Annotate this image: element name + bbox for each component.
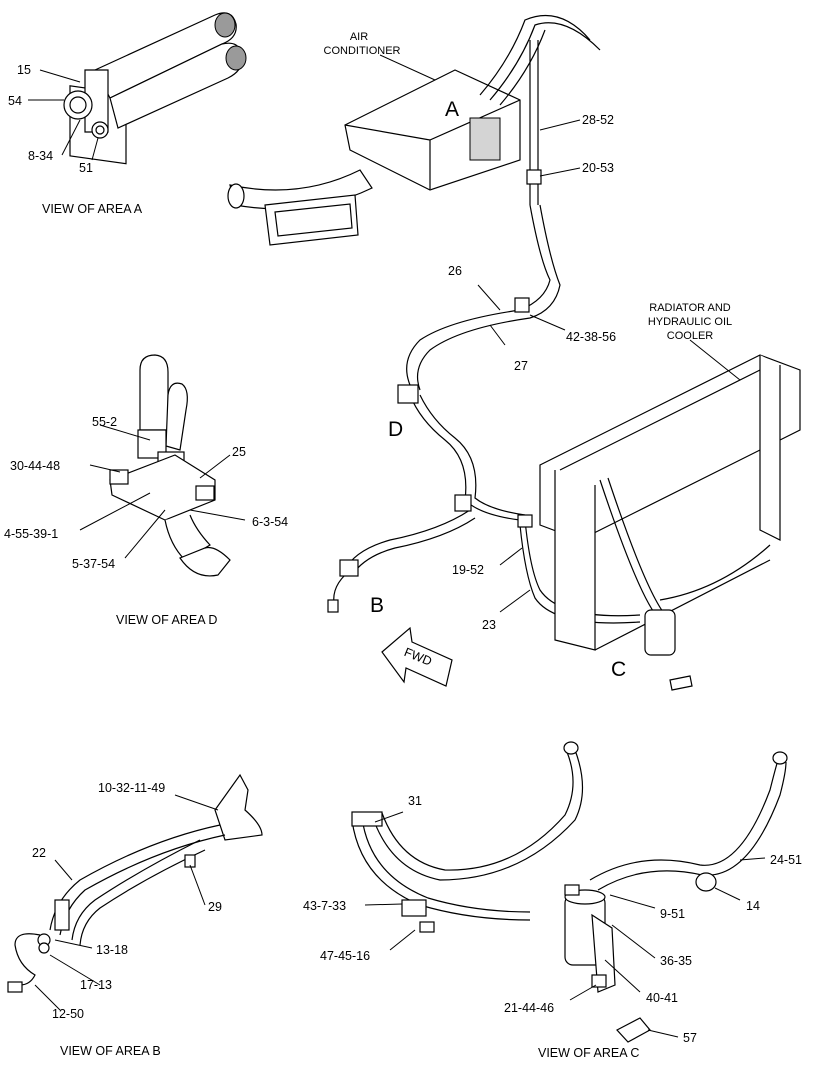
callout: 26 xyxy=(448,264,462,278)
callout: 25 xyxy=(232,445,246,459)
callout: 24-51 xyxy=(770,853,802,867)
callout: 31 xyxy=(408,794,422,808)
view-title-area-d: VIEW OF AREA D xyxy=(116,613,217,627)
callout: 22 xyxy=(32,846,46,860)
callout: 27 xyxy=(514,359,528,373)
callout: 51 xyxy=(79,161,93,175)
fwd-arrow xyxy=(381,626,453,687)
view-title-area-a: VIEW OF AREA A xyxy=(42,202,143,216)
callout: 5-37-54 xyxy=(72,557,115,571)
callout: 10-32-11-49 xyxy=(98,781,165,795)
callout: 23 xyxy=(482,618,496,632)
callout: 40-41 xyxy=(646,991,678,1005)
area-letter-b: B xyxy=(370,594,384,617)
radiator-label-3: COOLER xyxy=(667,330,714,342)
radiator-label-1: RADIATOR AND xyxy=(649,302,731,314)
callout: 20-53 xyxy=(582,161,614,175)
callout: 15 xyxy=(17,63,31,77)
callouts-view-a: 15 54 8-34 51 xyxy=(8,63,93,175)
air-conditioner-label-1: AIR xyxy=(350,31,368,43)
callout: 19-52 xyxy=(452,563,484,577)
area-letter-d: D xyxy=(388,418,403,441)
component-names: AIR CONDITIONER RADIATOR AND HYDRAULIC O… xyxy=(324,31,733,342)
callouts-view-b: 10-32-11-49 22 29 13-18 17-13 12-50 xyxy=(32,781,222,1021)
callout: 55-2 xyxy=(92,415,117,429)
air-conditioner-label-2: CONDITIONER xyxy=(324,45,401,57)
callout: 13-18 xyxy=(96,943,128,957)
callouts-view-d: 55-2 30-44-48 25 4-55-39-1 6-3-54 5-37-5… xyxy=(4,415,288,571)
view-area-a-drawing xyxy=(28,12,247,165)
callouts-view-c: 31 24-51 43-7-33 9-51 14 47-45-16 36-35 … xyxy=(303,794,802,1045)
radiator-label-2: HYDRAULIC OIL xyxy=(648,316,732,328)
callout: 12-50 xyxy=(52,1007,84,1021)
callout: 57 xyxy=(683,1031,697,1045)
area-letter-a: A xyxy=(445,98,459,121)
radiator-drawing xyxy=(539,339,801,691)
view-title-area-b: VIEW OF AREA B xyxy=(60,1044,161,1058)
callout: 43-7-33 xyxy=(303,899,346,913)
view-area-b-drawing xyxy=(7,773,263,1011)
callout: 6-3-54 xyxy=(252,515,288,529)
callout: 42-38-56 xyxy=(566,330,616,344)
callout: 47-45-16 xyxy=(320,949,370,963)
view-titles: VIEW OF AREA A VIEW OF AREA D VIEW OF AR… xyxy=(42,202,639,1060)
view-area-d-drawing xyxy=(79,354,246,577)
view-title-area-c: VIEW OF AREA C xyxy=(538,1046,639,1060)
callout: 14 xyxy=(746,899,760,913)
callout: 17-13 xyxy=(80,978,112,992)
air-conditioner-drawing xyxy=(227,14,601,246)
callout: 21-44-46 xyxy=(504,1001,554,1015)
view-area-c-drawing xyxy=(351,741,788,1043)
callouts-main: 28-52 20-53 26 42-38-56 27 19-52 23 xyxy=(448,113,616,632)
callout: 9-51 xyxy=(660,907,685,921)
callout: 29 xyxy=(208,900,222,914)
callout: 8-34 xyxy=(28,149,53,163)
callout: 30-44-48 xyxy=(10,459,60,473)
callout: 28-52 xyxy=(582,113,614,127)
callout: 54 xyxy=(8,94,22,108)
hose-routing-drawing xyxy=(327,204,641,624)
callout: 4-55-39-1 xyxy=(4,527,58,541)
callout: 36-35 xyxy=(660,954,692,968)
area-letter-c: C xyxy=(611,658,626,681)
